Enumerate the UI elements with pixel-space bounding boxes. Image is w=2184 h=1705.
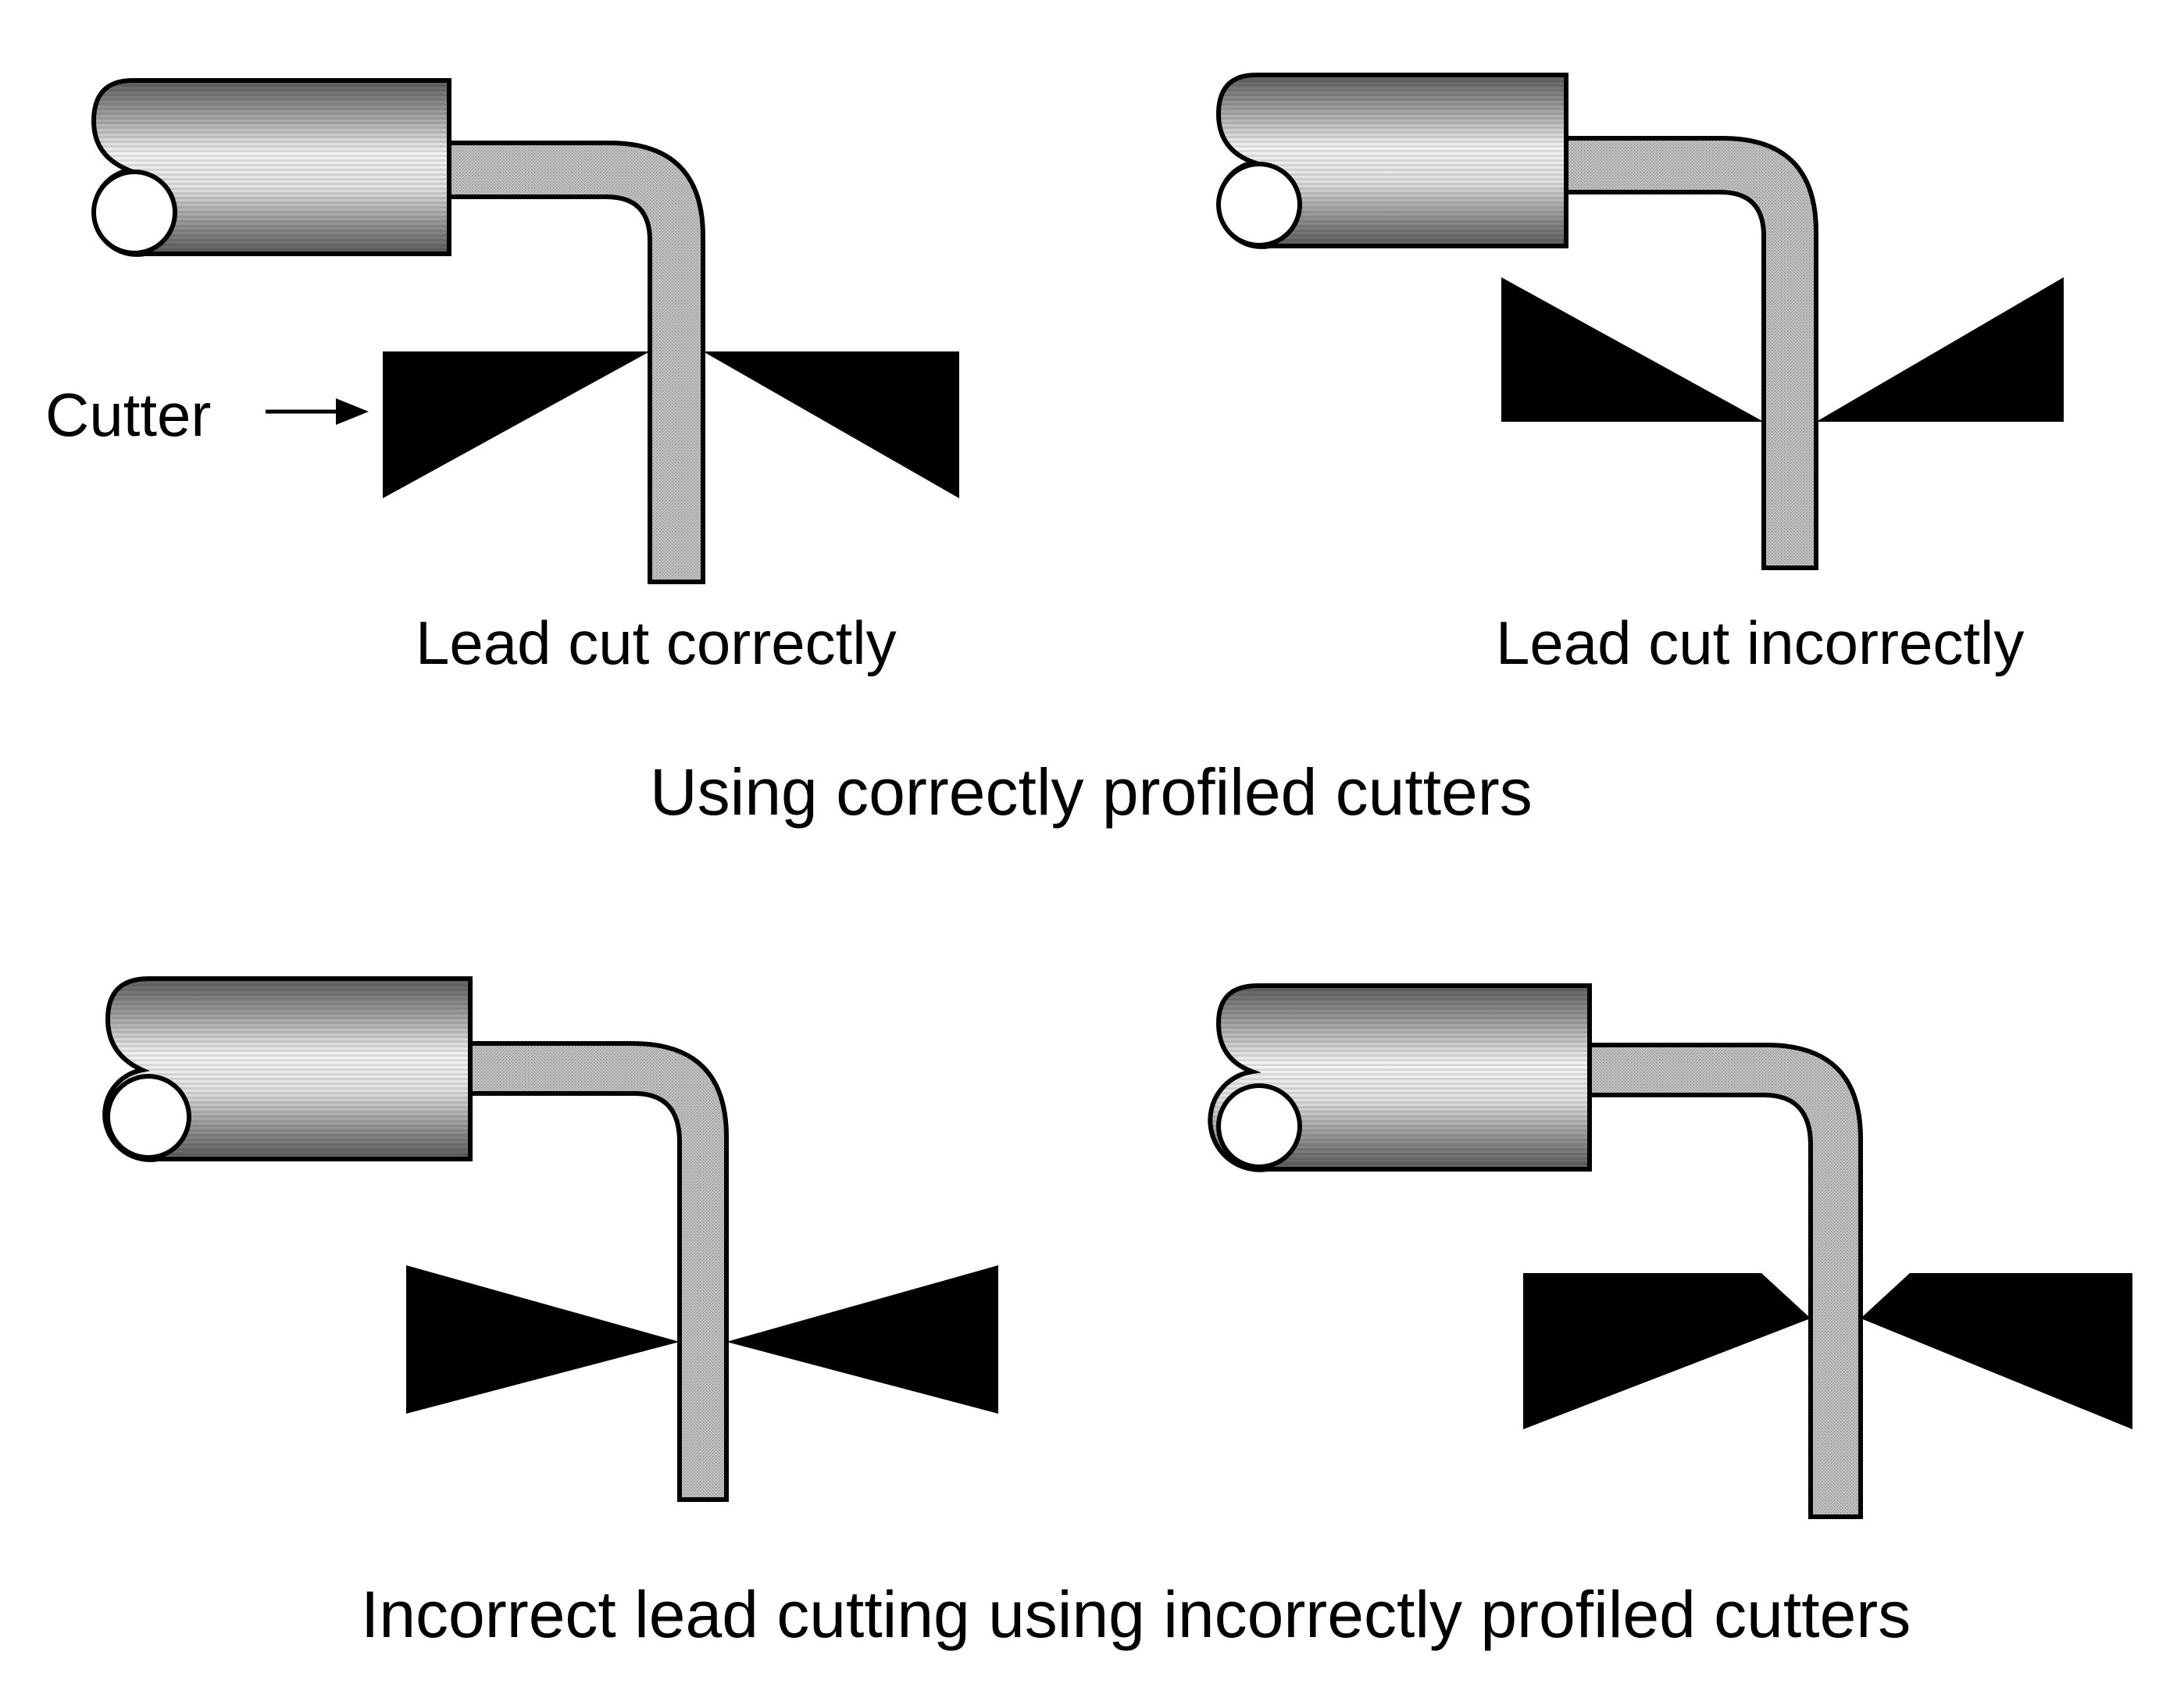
body-end-circle (91, 169, 177, 255)
component-lead (447, 141, 705, 584)
body-end-circle (1216, 162, 1302, 248)
caption-bottom: Incorrect lead cutting using incorrectly… (361, 1578, 1911, 1651)
cutter-blade-right (703, 351, 959, 498)
lead-cut-incorrectly-label: Lead cut incorrectly (1496, 608, 2025, 677)
cutter-blade-left (1523, 1273, 1811, 1429)
component-lead (468, 1041, 729, 1502)
lead-cut-correctly-label: Lead cut correctly (416, 608, 897, 677)
panel-lead-cut-correctly (91, 78, 959, 584)
cutter-blade-right (1816, 277, 2064, 422)
component-lead (1564, 136, 1818, 570)
cutter-label: Cutter (45, 380, 212, 449)
component-lead (1587, 1043, 1863, 1519)
body-end-circle (105, 1074, 191, 1160)
cutter-blade-right (726, 1265, 998, 1414)
panel-lead-cut-incorrectly (1215, 73, 2064, 570)
cutter-blade-right (1861, 1273, 2132, 1429)
panel-incorrect-cut-right (1208, 983, 2132, 1519)
cutter-blade-left (383, 351, 650, 498)
body-end-circle (1216, 1083, 1302, 1169)
cutter-blade-left (1501, 277, 1764, 422)
panel-incorrect-cut-left (102, 976, 998, 1502)
cutter-arrow-head (336, 398, 369, 425)
caption-top: Using correctly profiled cutters (650, 755, 1533, 829)
cutter-blade-left (406, 1265, 680, 1414)
